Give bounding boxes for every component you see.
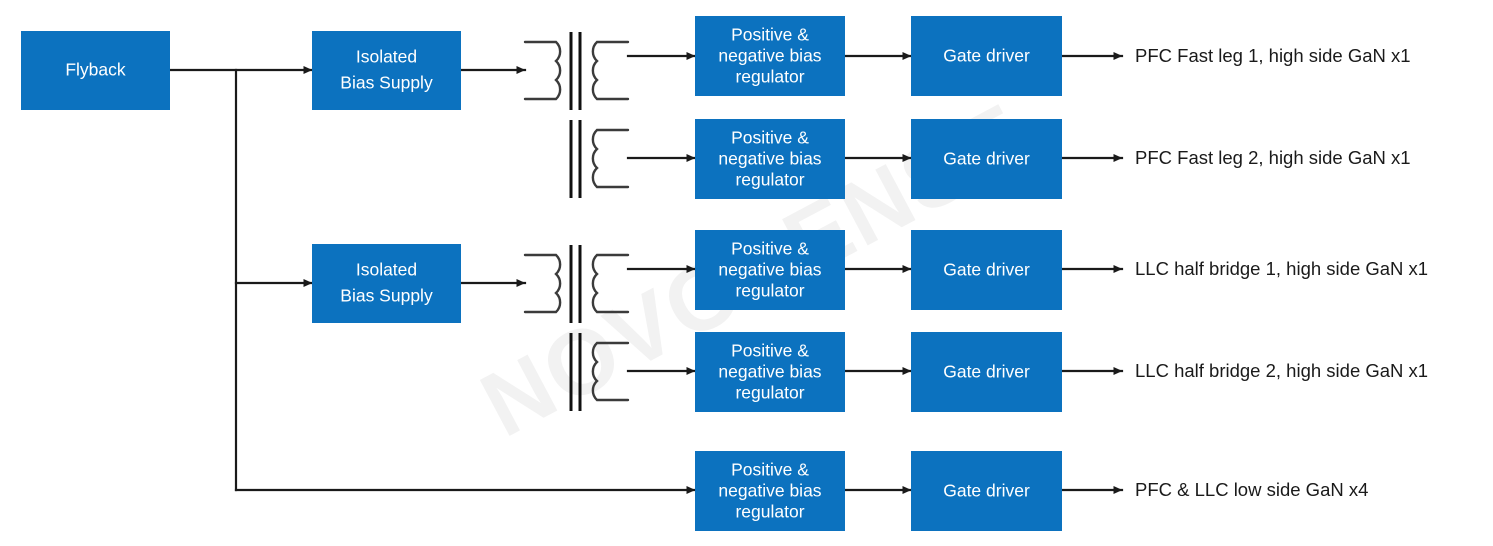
transformer-2-secondary-1-winding xyxy=(591,253,630,314)
block-gate-driver-4[interactable]: Gate driver xyxy=(911,332,1062,412)
regulator-4-label-line3: regulator xyxy=(735,383,804,403)
regulator-2-label-line1: Positive & xyxy=(731,128,809,148)
isolated-bias-supply-1-box[interactable] xyxy=(312,31,461,110)
block-flyback[interactable]: Flyback xyxy=(21,31,170,110)
regulator-4-label-line2: negative bias xyxy=(718,362,821,382)
regulator-3-box[interactable] xyxy=(695,230,845,310)
gate-driver-5-label: Gate driver xyxy=(943,481,1030,501)
regulator-4-label-line1: Positive & xyxy=(731,341,809,361)
regulator-1-label-line1: Positive & xyxy=(731,25,809,45)
isolated-bias-supply-2-box[interactable] xyxy=(312,244,461,323)
output-label-5: PFC & LLC low side GaN x4 xyxy=(1135,479,1368,500)
block-gate-driver-3[interactable]: Gate driver xyxy=(911,230,1062,310)
regulator-2-label-line3: regulator xyxy=(735,170,804,190)
transformer-2-symbol xyxy=(523,245,630,411)
regulator-1-label-line3: regulator xyxy=(735,67,804,87)
transformer-1-secondary-1-winding xyxy=(591,40,630,101)
block-regulator-4[interactable]: Positive & negative bias regulator xyxy=(695,332,845,412)
flyback-box[interactable] xyxy=(21,31,170,110)
gate-driver-2-label: Gate driver xyxy=(943,149,1030,169)
gate-driver-1-label: Gate driver xyxy=(943,46,1030,66)
block-gate-driver-1[interactable]: Gate driver xyxy=(911,16,1062,96)
regulator-5-box[interactable] xyxy=(695,451,845,531)
transformer-1-symbol xyxy=(523,32,630,198)
isolated-bias-supply-2-label-line1: Isolated xyxy=(356,260,417,280)
transformer-2-primary-winding xyxy=(523,253,562,314)
regulator-3-label-line1: Positive & xyxy=(731,239,809,259)
output-label-1: PFC Fast leg 1, high side GaN x1 xyxy=(1135,45,1411,66)
regulator-5-label-line2: negative bias xyxy=(718,481,821,501)
gate-driver-3-label: Gate driver xyxy=(943,260,1030,280)
regulator-1-box[interactable] xyxy=(695,16,845,96)
flyback-label: Flyback xyxy=(65,60,126,80)
output-label-4: LLC half bridge 2, high side GaN x1 xyxy=(1135,360,1428,381)
gate-driver-5-box[interactable] xyxy=(911,451,1062,531)
block-regulator-5[interactable]: Positive & negative bias regulator xyxy=(695,451,845,531)
transformer-2-secondary-2-winding xyxy=(591,341,630,402)
block-gate-driver-5[interactable]: Gate driver xyxy=(911,451,1062,531)
regulator-2-label-line2: negative bias xyxy=(718,149,821,169)
block-regulator-1[interactable]: Positive & negative bias regulator xyxy=(695,16,845,96)
regulator-4-box[interactable] xyxy=(695,332,845,412)
transformer-1-secondary-2-winding xyxy=(591,128,630,189)
block-gate-driver-2[interactable]: Gate driver xyxy=(911,119,1062,199)
block-isolated-bias-supply-2[interactable]: Isolated Bias Supply xyxy=(312,244,461,323)
gate-driver-3-box[interactable] xyxy=(911,230,1062,310)
regulator-1-label-line2: negative bias xyxy=(718,46,821,66)
transformer-1-primary-winding xyxy=(523,40,562,101)
regulator-5-label-line3: regulator xyxy=(735,502,804,522)
regulator-5-label-line1: Positive & xyxy=(731,460,809,480)
block-regulator-3[interactable]: Positive & negative bias regulator xyxy=(695,230,845,310)
gate-driver-4-label: Gate driver xyxy=(943,362,1030,382)
isolated-bias-supply-2-label-line2: Bias Supply xyxy=(340,286,433,306)
gate-driver-1-box[interactable] xyxy=(911,16,1062,96)
regulator-3-label-line3: regulator xyxy=(735,281,804,301)
gate-driver-4-box[interactable] xyxy=(911,332,1062,412)
block-isolated-bias-supply-1[interactable]: Isolated Bias Supply xyxy=(312,31,461,110)
regulator-3-label-line2: negative bias xyxy=(718,260,821,280)
regulator-2-box[interactable] xyxy=(695,119,845,199)
gate-driver-2-box[interactable] xyxy=(911,119,1062,199)
block-regulator-2[interactable]: Positive & negative bias regulator xyxy=(695,119,845,199)
isolated-bias-supply-1-label-line1: Isolated xyxy=(356,47,417,67)
isolated-bias-supply-1-label-line2: Bias Supply xyxy=(340,73,433,93)
output-label-3: LLC half bridge 1, high side GaN x1 xyxy=(1135,258,1428,279)
output-label-2: PFC Fast leg 2, high side GaN x1 xyxy=(1135,147,1411,168)
